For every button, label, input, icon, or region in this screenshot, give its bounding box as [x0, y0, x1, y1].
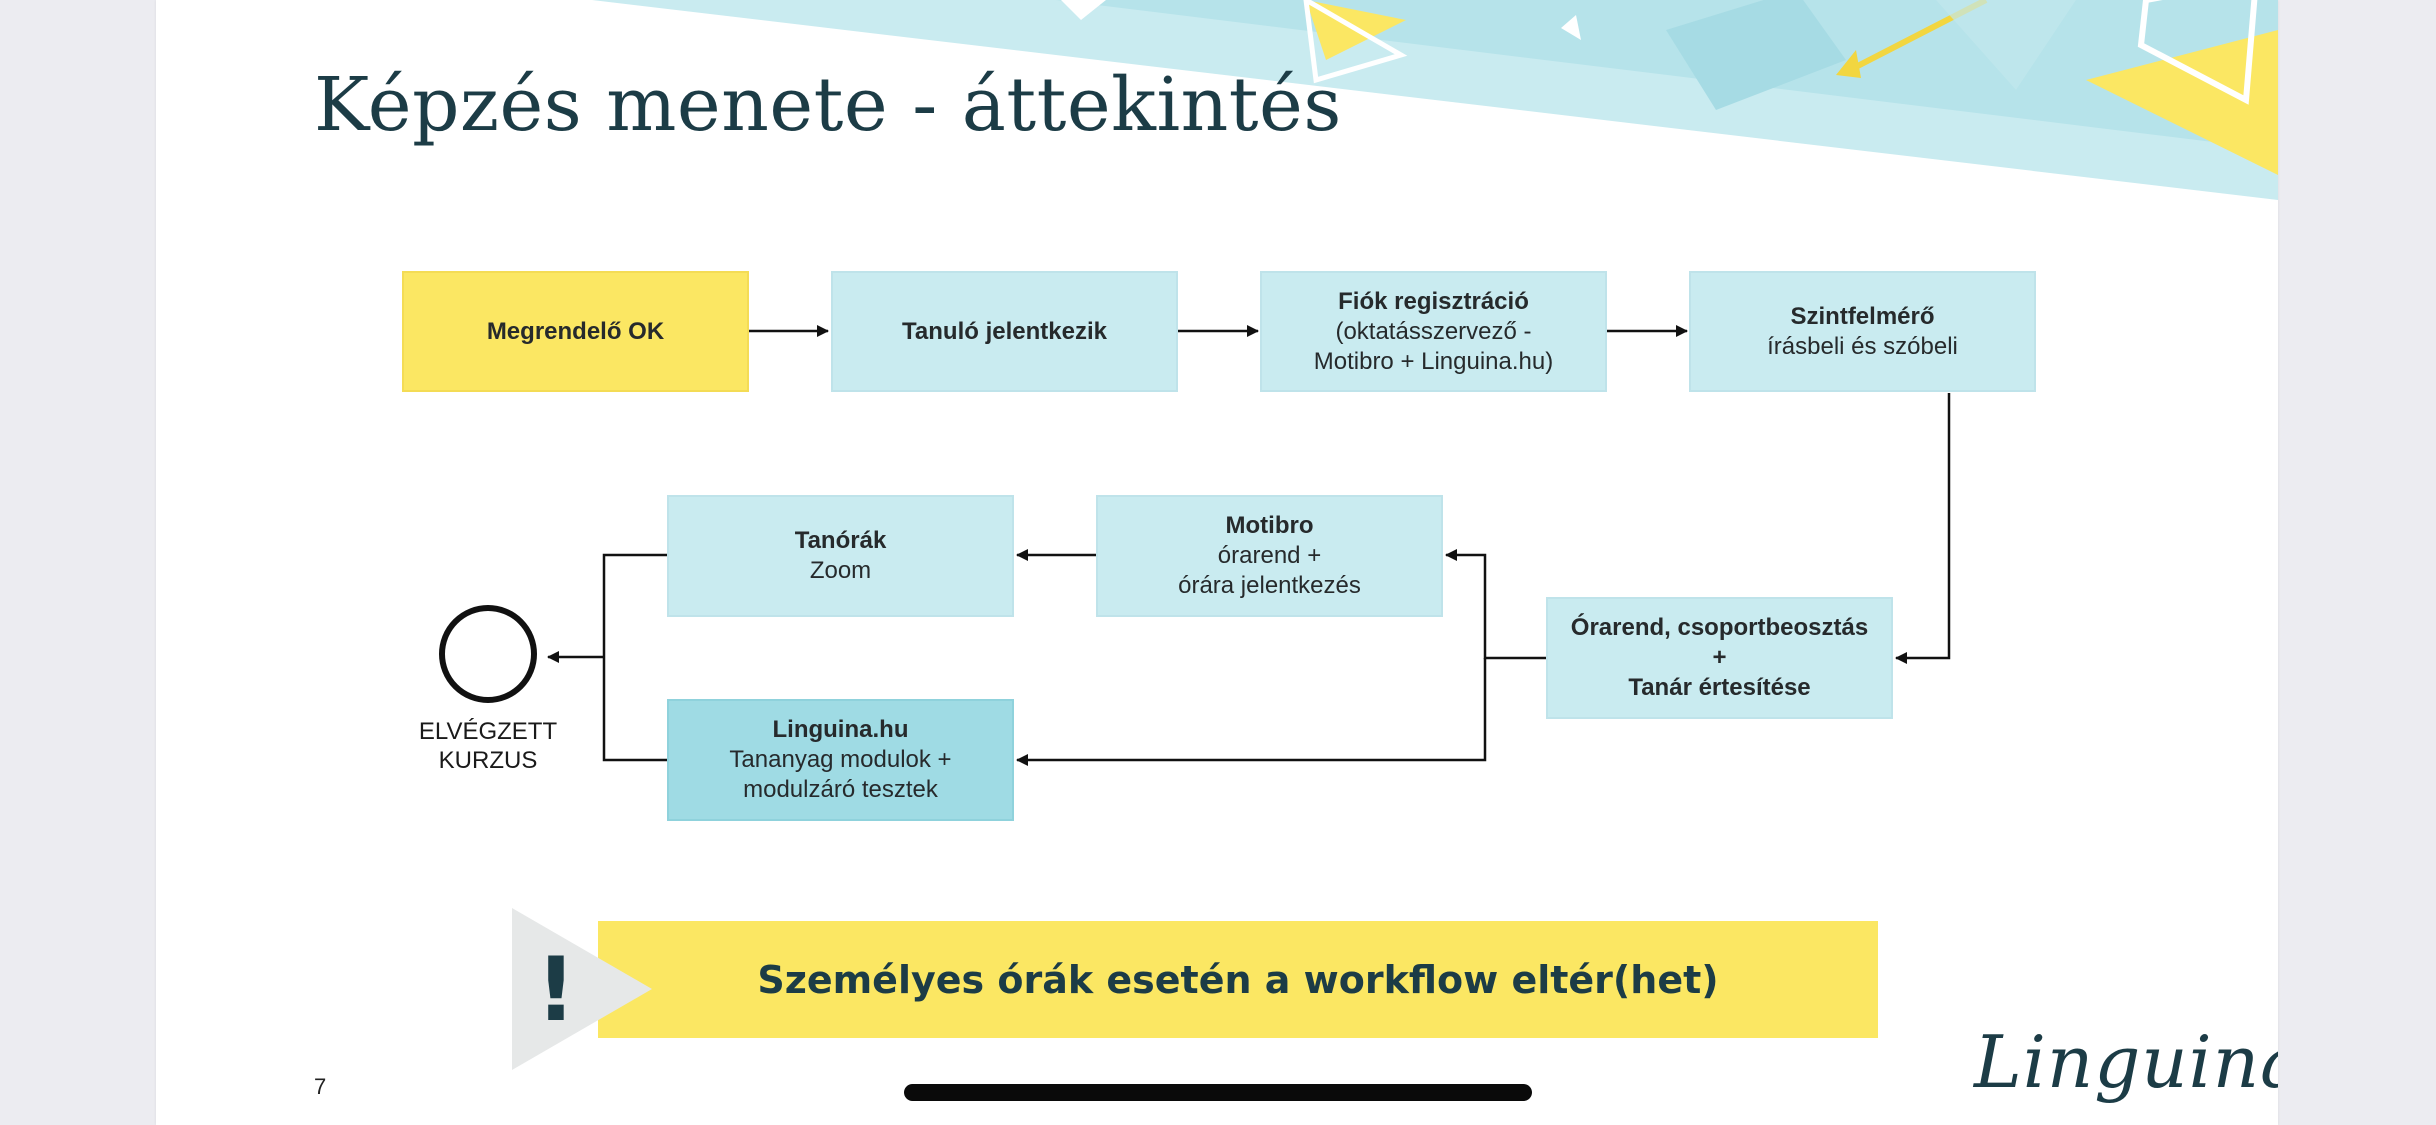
step-orarend-line2: Tanár értesítése — [1628, 674, 1811, 701]
end-label-line1: ELVÉGZETT — [418, 718, 558, 745]
step-tanorak-line1: Zoom — [809, 557, 872, 584]
arrow-orarend-motibro — [1445, 549, 1546, 660]
step-tanulo: Tanuló jelentkezik — [831, 271, 1178, 392]
presentation-slide: Képzés menete - áttekintés Megrendelő OK… — [156, 0, 2278, 1125]
step-megrendelo: Megrendelő OK — [402, 271, 749, 392]
page-number: 7 — [314, 1074, 327, 1099]
home-indicator[interactable] — [904, 1084, 1532, 1101]
step-linguina-line2: modulzáró tesztek — [743, 776, 938, 803]
line-tanorak-end — [602, 553, 667, 762]
end-label: ELVÉGZETT KURZUS — [408, 717, 568, 775]
step-linguina-line1: Tananyag modulok + — [729, 746, 952, 773]
step-tanorak-title: Tanórák — [794, 527, 887, 554]
decorative-banner — [592, 0, 2278, 200]
slide-title: Képzés menete - áttekintés — [314, 62, 1342, 148]
arrow-szint-orarend — [1895, 393, 1951, 664]
step-fiok: Fiók regisztráció (oktatásszervező - Mot… — [1260, 271, 1607, 392]
step-fiok-line1: (oktatásszervező - — [1335, 317, 1532, 345]
arrow-orarend-linguina — [1016, 658, 1487, 766]
warning-banner: Személyes órák esetén a workflow eltér(h… — [598, 921, 1878, 1038]
step-motibro-line1: órarend + — [1217, 542, 1322, 569]
flow-connectors — [547, 325, 1951, 766]
step-orarend-line1: + — [1712, 644, 1727, 671]
step-fiok-line2: Motibro + Linguina.hu) — [1313, 347, 1554, 375]
step-fiok-title: Fiók regisztráció — [1338, 287, 1529, 315]
exclamation-symbol: ! — [536, 938, 576, 1041]
end-label-line2: KURZUS — [438, 747, 538, 774]
step-orarend: Órarend, csoportbeosztás + Tanár értesít… — [1546, 597, 1893, 719]
exclamation-icon: ! — [512, 908, 652, 1070]
step-megrendelo-title: Megrendelő OK — [486, 317, 665, 345]
step-tanulo-title: Tanuló jelentkezik — [902, 317, 1107, 345]
step-linguina-title: Linguina.hu — [772, 716, 909, 743]
step-szintfelmero-line1: írásbeli és szóbeli — [1767, 332, 1958, 360]
step-szintfelmero: Szintfelmérő írásbeli és szóbeli — [1689, 271, 2036, 392]
step-orarend-title: Órarend, csoportbeosztás — [1570, 614, 1869, 641]
step-motibro-line2: órára jelentkezés — [1178, 572, 1361, 599]
step-motibro-title: Motibro — [1225, 512, 1314, 539]
end-circle-icon — [439, 605, 537, 703]
step-motibro: Motibro órarend + órára jelentkezés — [1096, 495, 1443, 617]
step-linguina: Linguina.hu Tananyag modulok + modulzáró… — [667, 699, 1014, 821]
step-tanorak: Tanórák Zoom — [667, 495, 1014, 617]
linguina-logo: Linguina — [1974, 1020, 2278, 1104]
warning-text: Személyes órák esetén a workflow eltér(h… — [757, 957, 1719, 1002]
step-szintfelmero-title: Szintfelmérő — [1790, 302, 1935, 330]
